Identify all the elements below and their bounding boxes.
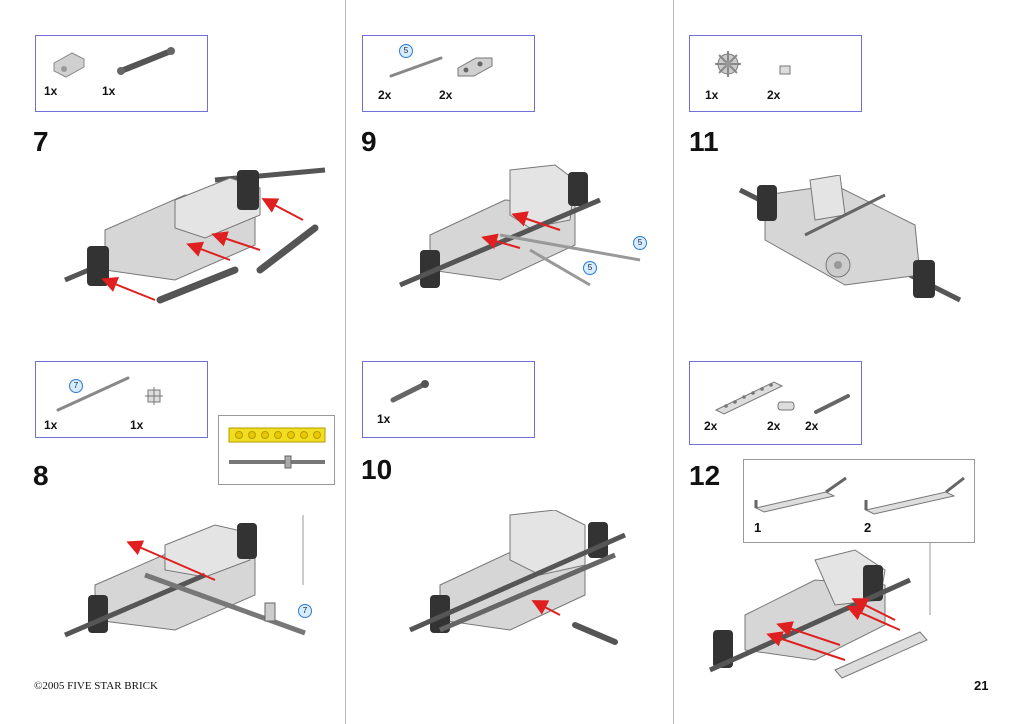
parts-list-step-10-illustration xyxy=(390,380,429,403)
step-number-11: 11 xyxy=(689,126,719,157)
step-number-7: 7 xyxy=(33,126,49,157)
assembly-illustration-step-8 xyxy=(64,515,306,638)
assembly-illustration-step-12 xyxy=(708,542,931,679)
part-quantity: 2x xyxy=(767,88,781,102)
assembly-illustration-step-7 xyxy=(64,167,326,304)
parts-list-step-8-illustration xyxy=(56,376,163,412)
parts-list-step-12-illustration xyxy=(714,381,850,415)
part-quantity: 1x xyxy=(130,418,144,432)
part-quantity: 2x xyxy=(805,419,819,433)
axle-length-badge: 5 xyxy=(399,44,413,58)
parts-list-step-11-illustration xyxy=(715,51,791,77)
part-quantity: 2x xyxy=(439,88,453,102)
axle-length-badge: 7 xyxy=(298,604,312,618)
step-number-9: 9 xyxy=(361,126,377,157)
assembly-illustration-step-10 xyxy=(408,510,627,645)
axle-length-badge: 5 xyxy=(583,261,597,275)
parts-list-step-12: 2x 2x 2x xyxy=(689,361,862,445)
subassembly-illustration xyxy=(754,476,965,515)
assembly-illustration-step-9 xyxy=(399,164,641,288)
parts-list-step-9: 5 2x 2x xyxy=(362,35,535,112)
part-quantity: 1x xyxy=(102,84,116,98)
part-quantity: 1x xyxy=(44,418,58,432)
page-number: 21 xyxy=(974,678,989,693)
parts-list-step-8: 7 1x 1x xyxy=(35,361,208,438)
part-quantity: 1x xyxy=(377,412,391,426)
part-quantity: 2x xyxy=(378,88,392,102)
parts-list-step-9-illustration xyxy=(389,56,493,78)
copyright-notice: ©2005 FIVE STAR BRICK xyxy=(34,680,158,692)
parts-list-step-11: 1x 2x xyxy=(689,35,862,112)
part-quantity: 2x xyxy=(767,419,781,433)
subassembly-label-2: 2 xyxy=(864,520,872,535)
callout-illustration xyxy=(228,427,326,469)
part-quantity: 2x xyxy=(704,419,718,433)
axle-length-badge: 5 xyxy=(633,236,647,250)
column-divider-right xyxy=(673,0,674,724)
step-number-12: 12 xyxy=(689,460,721,491)
part-quantity: 1x xyxy=(44,84,58,98)
axle-length-badge: 7 xyxy=(69,379,83,393)
step-number-8: 8 xyxy=(33,460,49,491)
parts-list-step-7: 1x 1x xyxy=(35,35,208,112)
parts-list-step-10: 1x xyxy=(362,361,535,438)
column-divider-left xyxy=(345,0,346,724)
assembly-illustration-step-11 xyxy=(738,175,962,303)
subassembly-callout-step-12: 1 2 xyxy=(743,459,975,543)
detail-callout-step-8 xyxy=(218,415,335,485)
step-number-10: 10 xyxy=(361,454,393,485)
parts-list-step-7-illustration xyxy=(53,47,175,78)
part-quantity: 1x xyxy=(705,88,719,102)
subassembly-label-1: 1 xyxy=(754,520,762,535)
